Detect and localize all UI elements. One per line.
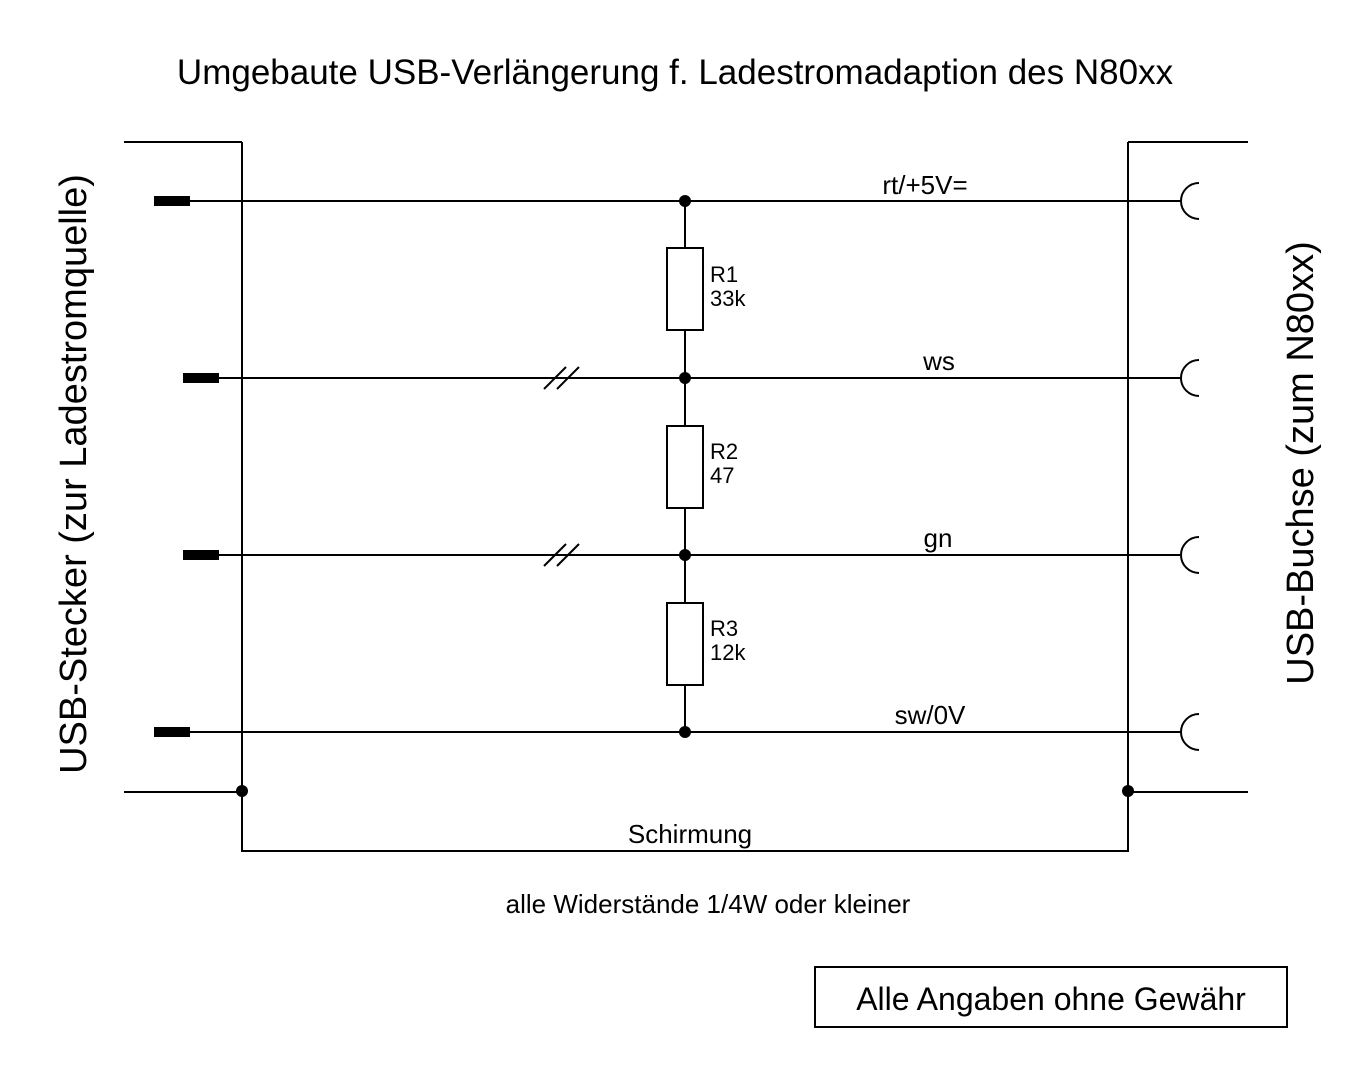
plug-pin-data-minus [183,373,219,383]
shield-label: Schirmung [628,819,752,849]
resistor-r3-value: 12k [710,640,746,665]
junction-vbus [679,195,691,207]
left-connector-label: USB-Stecker (zur Ladestromquelle) [53,174,95,774]
left-connector-housing [124,141,243,793]
right-connector-label: USB-Buchse (zum N80xx) [1280,241,1322,684]
resistor-r3 [666,602,704,686]
plug-pin-data-plus [183,550,219,560]
diagram-title: Umgebaute USB-Verlängerung f. Ladestroma… [177,53,1174,92]
resistor-r1-name: R1 [710,262,738,287]
wire-break-mark [543,366,567,390]
resistor-r1 [666,247,704,331]
shield-junction-right [1122,785,1134,797]
resistor-r2-name: R2 [710,439,738,464]
wire-label-white: ws [922,346,955,376]
junction-green [679,549,691,561]
data-minus-wire [219,359,1200,397]
resistor-r3-name: R3 [710,616,738,641]
resistor-ladder [666,195,704,738]
wire-break-mark [543,543,567,567]
vbus-wire [190,182,1200,220]
right-connector-housing [1127,141,1248,793]
left-plug-pins [154,196,219,737]
wire-break-mark [556,366,580,390]
data-plus-wire [219,536,1200,574]
power-rating-note: alle Widerstände 1/4W oder kleiner [506,889,911,919]
resistor-r2-value: 47 [710,463,734,488]
junction-ground [679,726,691,738]
resistor-r1-value: 33k [710,286,746,311]
plug-pin-vbus [154,196,190,206]
disclaimer-text: Alle Angaben ohne Gewähr [856,981,1246,1017]
disclaimer-box: Alle Angaben ohne Gewähr [814,966,1288,1028]
wire-label-ground: sw/0V [895,700,966,730]
shield-wire [236,785,1134,852]
shield-junction-left [236,785,248,797]
ground-wire [190,713,1200,751]
junction-white [679,372,691,384]
plug-pin-ground [154,727,190,737]
wire-label-green: gn [924,523,953,553]
resistor-r2 [666,425,704,509]
wire-label-vbus: rt/+5V= [882,170,967,200]
wire-break-mark [556,543,580,567]
